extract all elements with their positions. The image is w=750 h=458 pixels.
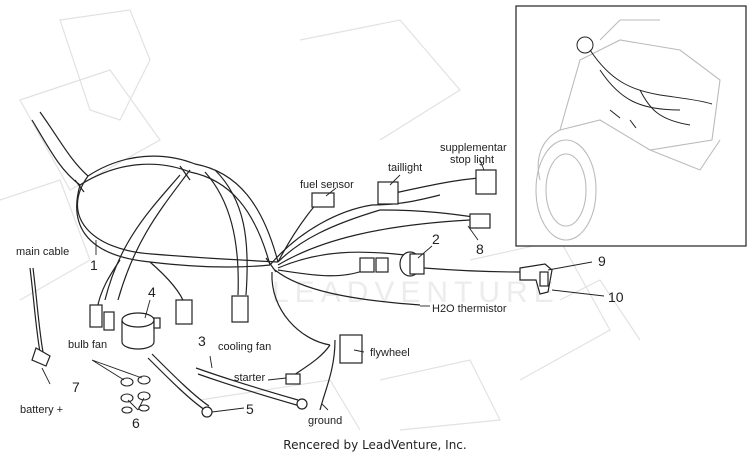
- label-starter: starter: [234, 372, 266, 384]
- label-flywheel: flywheel: [370, 347, 410, 359]
- connectors: [89, 169, 497, 385]
- label-taillight: taillight: [388, 162, 422, 174]
- frame-ghost: [0, 9, 641, 431]
- callout-10: 10: [608, 289, 624, 305]
- spark-plug-cap: [519, 263, 553, 295]
- callout-3: 3: [198, 333, 206, 349]
- leader-lines: [41, 159, 605, 413]
- inset-scooter-view: [515, 5, 747, 247]
- callout-4: 4: [148, 284, 156, 300]
- callout-8: 8: [476, 241, 484, 257]
- callout-numbers: 1 2 3 4 5 6 7 8 9 10: [72, 231, 624, 431]
- callout-1: 1: [90, 257, 98, 273]
- h2o-thermistor-sensor: [399, 251, 521, 277]
- callout-2: 2: [432, 231, 440, 247]
- battery-cable: [29, 267, 51, 367]
- main-harness: [31, 111, 481, 411]
- bulb-fan-relay: [121, 312, 161, 350]
- label-ground: ground: [308, 415, 342, 427]
- label-main-cable: main cable: [16, 246, 69, 258]
- callout-5: 5: [246, 401, 254, 417]
- callout-9: 9: [598, 253, 606, 269]
- label-cooling-fan: cooling fan: [218, 341, 271, 353]
- label-battery: battery +: [20, 404, 63, 416]
- label-bulb-fan: bulb fan: [68, 339, 107, 351]
- watermark: LEADVENTURE: [272, 276, 560, 309]
- label-h2o-thermistor: H2O thermistor: [432, 303, 507, 315]
- label-supplementary-line2: stop light: [450, 154, 494, 166]
- label-supplementary-line1: supplementar: [440, 142, 507, 154]
- render-credit: Rencered by LeadVenture, Inc.: [283, 438, 467, 452]
- part-labels: main cable bulb fan battery + cooling fa…: [16, 142, 507, 427]
- callout-6: 6: [132, 415, 140, 431]
- callout-7: 7: [72, 379, 80, 395]
- ground-strap: [147, 353, 308, 418]
- label-fuel-sensor: fuel sensor: [300, 179, 354, 191]
